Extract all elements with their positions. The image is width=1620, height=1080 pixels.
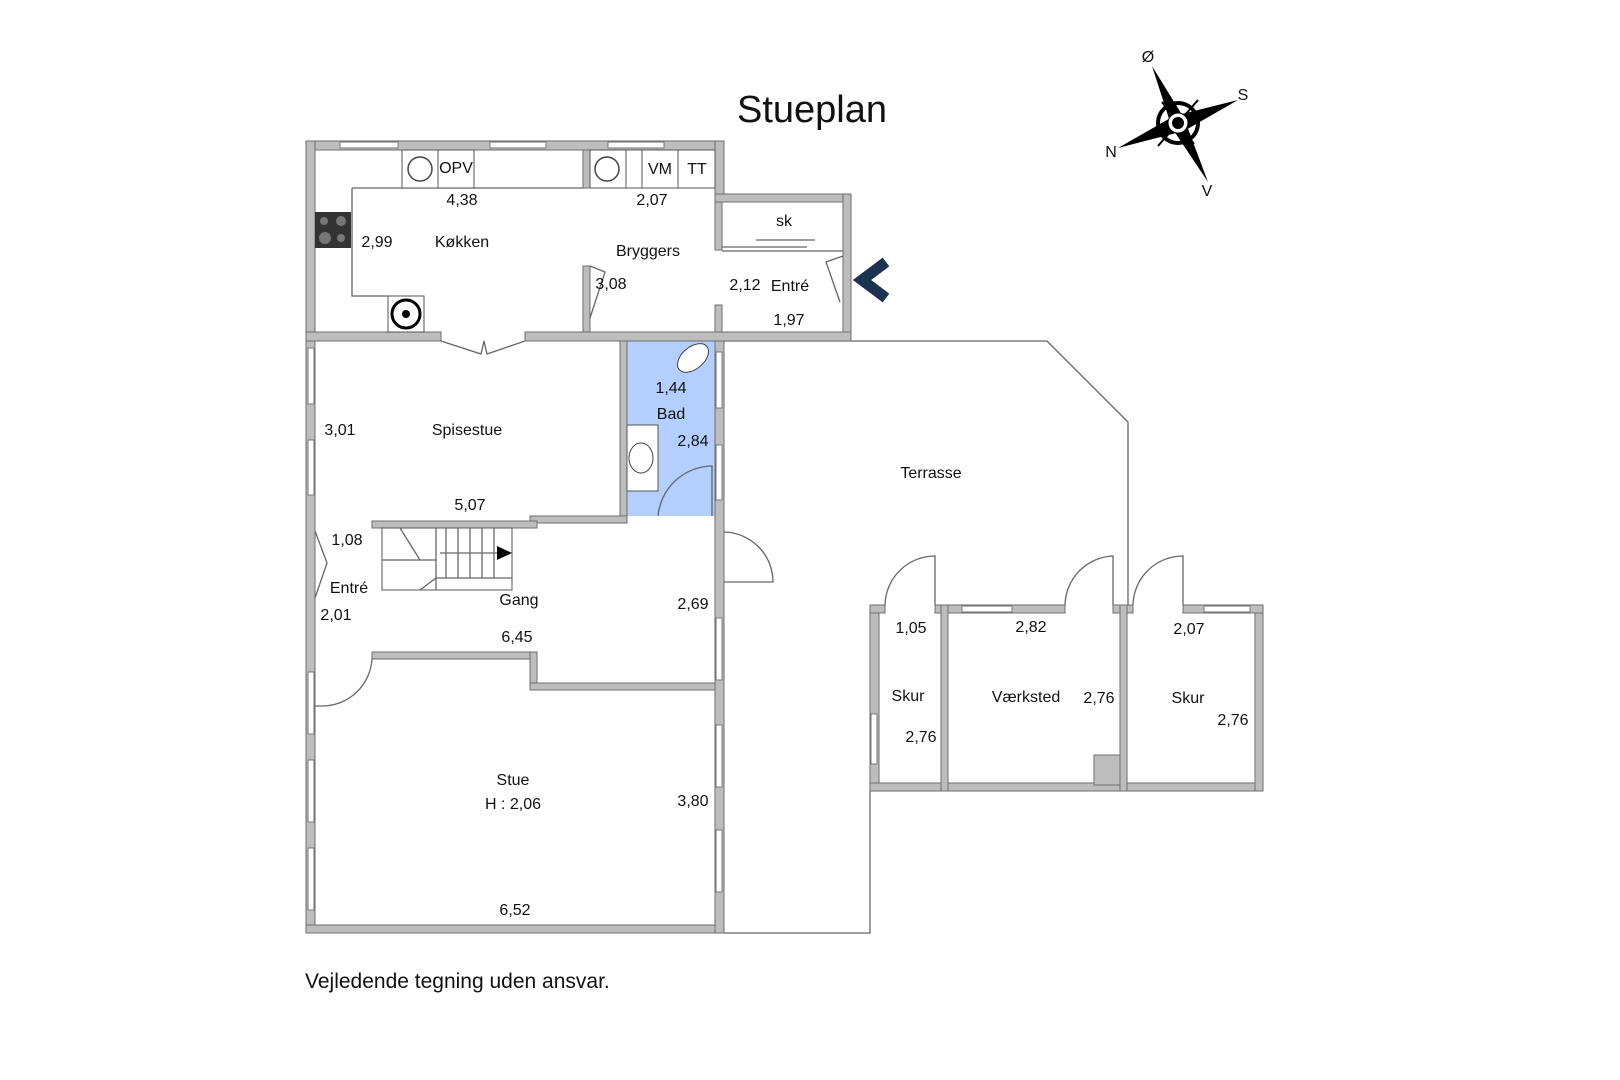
entre1-width: 1,97 bbox=[773, 312, 804, 329]
disclaimer: Vejledende tegning uden ansvar. bbox=[305, 970, 610, 993]
bad-width: 1,44 bbox=[655, 380, 686, 397]
stue-width: 6,52 bbox=[499, 902, 530, 919]
spisestue-width: 5,07 bbox=[454, 497, 485, 514]
plan-title: Stueplan bbox=[737, 89, 887, 131]
kokken-width: 4,38 bbox=[446, 192, 477, 209]
bad-name: Bad bbox=[657, 406, 685, 423]
entre1-name: Entré bbox=[771, 278, 809, 295]
skur2-width: 2,07 bbox=[1173, 621, 1204, 638]
stue-name: Stue bbox=[497, 772, 530, 789]
room-labels: 4,38 2,99 Køkken 2,07 Bryggers 3,08 sk 2… bbox=[320, 192, 1248, 919]
entre1-depth: 2,12 bbox=[729, 277, 760, 294]
vaerksted-name: Værksted bbox=[992, 689, 1060, 706]
vaerksted-depth: 2,76 bbox=[1083, 690, 1114, 707]
kitchen-dishwasher-label: OPV bbox=[439, 160, 473, 177]
terrace-outline-bottom bbox=[724, 791, 871, 934]
skur2-depth: 2,76 bbox=[1217, 712, 1248, 729]
windows bbox=[307, 141, 1251, 911]
stove-icon bbox=[315, 212, 351, 248]
entre2-name: Entré bbox=[330, 580, 368, 597]
bryggers-width: 2,07 bbox=[636, 192, 667, 209]
compass-north-label: N bbox=[1105, 144, 1117, 161]
skur1-name: Skur bbox=[892, 688, 926, 705]
compass-rose-icon: Ø S N V bbox=[1105, 49, 1248, 200]
kokken-name: Køkken bbox=[435, 234, 489, 251]
gang-name: Gang bbox=[499, 592, 538, 609]
stue-depth: 3,80 bbox=[677, 793, 708, 810]
skur2-name: Skur bbox=[1172, 690, 1206, 707]
compass-east-label: Ø bbox=[1142, 49, 1154, 66]
spisestue-depth: 3,01 bbox=[324, 422, 355, 439]
vaerksted-width: 2,82 bbox=[1015, 619, 1046, 636]
skur1-depth: 2,76 bbox=[905, 729, 936, 746]
kitchen-fixtures: OPV bbox=[315, 149, 583, 333]
gang-depth: 2,69 bbox=[677, 596, 708, 613]
utility-fixtures: VM TT bbox=[589, 149, 843, 252]
doors bbox=[314, 255, 1184, 707]
terrasse-name: Terrasse bbox=[900, 465, 961, 482]
main-entrance-arrow-icon bbox=[852, 257, 890, 303]
terrace-outline bbox=[724, 340, 1129, 605]
gang-width: 6,45 bbox=[501, 629, 532, 646]
compass-south-label: S bbox=[1238, 87, 1249, 104]
stue-height: H : 2,06 bbox=[485, 796, 541, 813]
washing-machine-label: VM bbox=[648, 161, 672, 178]
spisestue-name: Spisestue bbox=[432, 422, 502, 439]
kokken-depth: 2,99 bbox=[361, 234, 392, 251]
staircase bbox=[381, 527, 513, 591]
bad-depth: 2,84 bbox=[677, 433, 708, 450]
dryer-label: TT bbox=[687, 161, 707, 178]
bath-fixtures bbox=[626, 343, 713, 517]
entre2-width: 1,08 bbox=[331, 532, 362, 549]
bryggers-depth: 3,08 bbox=[595, 276, 626, 293]
closet-label: sk bbox=[776, 213, 793, 230]
entre2-depth: 2,01 bbox=[320, 607, 351, 624]
bryggers-name: Bryggers bbox=[616, 243, 680, 260]
compass-west-label: V bbox=[1202, 183, 1213, 200]
stair-arrow-icon bbox=[497, 546, 512, 560]
skur1-width: 1,05 bbox=[895, 620, 926, 637]
